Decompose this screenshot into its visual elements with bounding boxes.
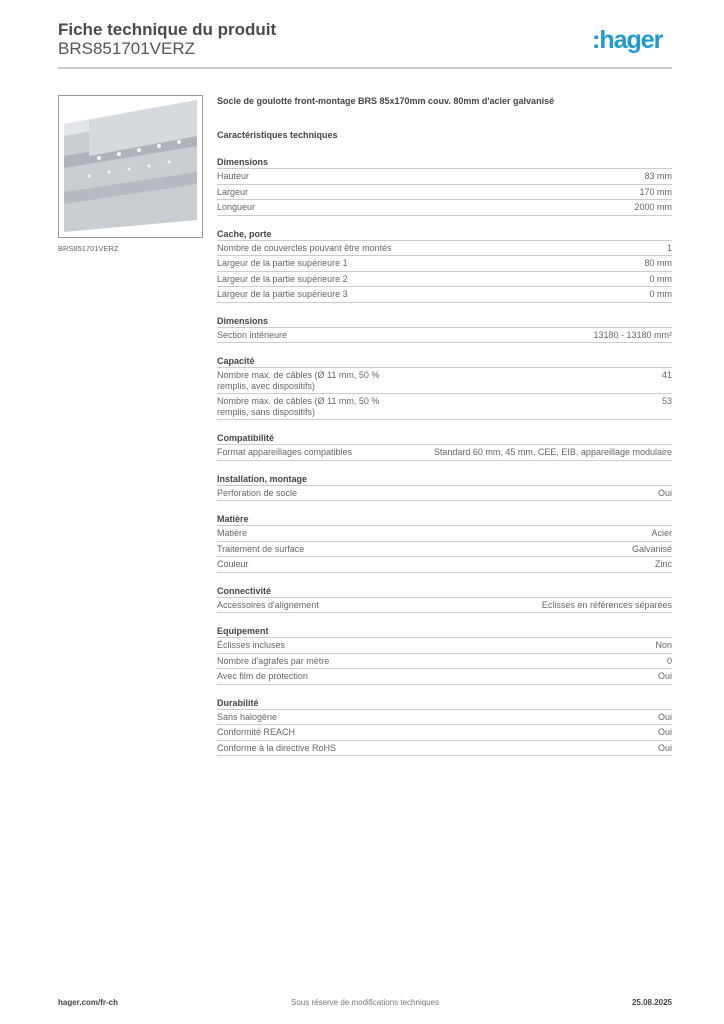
spec-label: Sans halogène <box>217 711 278 722</box>
spec-row: Couleur Zinc <box>217 557 672 573</box>
spec-label: Section intérieure <box>217 329 288 340</box>
spec-row: Nombre max. de câbles (Ø 11 mm, 50 % rem… <box>217 394 672 420</box>
section-title: Equipement <box>217 625 672 638</box>
spec-label: Largeur de la partie supérieure 3 <box>217 289 348 299</box>
spec-row: Largeur de la partie supérieure 2 0 mm <box>217 272 673 287</box>
spec-label: Matière <box>217 528 248 538</box>
spec-label: Nombre d'agrafes par mètre <box>217 655 330 666</box>
section-title: Dimensions <box>217 315 672 328</box>
spec-row: Sans halogène Oui <box>217 710 672 725</box>
spec-value: Eclisses en références séparées <box>541 599 672 610</box>
spec-row: Nombre max. de câbles (Ø 11 mm, 50 % rem… <box>217 368 672 394</box>
header-divider <box>58 67 672 69</box>
spec-row: Avec film de protection Oui <box>217 669 672 685</box>
footer-notice: Sous réserve de modifications techniques <box>291 998 440 1007</box>
section-title: Compatibilité <box>217 432 672 445</box>
section-title: Cache, porte <box>217 228 672 241</box>
spec-row: Hauteur 83 mm <box>217 169 672 185</box>
product-image <box>58 95 203 238</box>
spec-label: Éclisses incluses <box>217 640 286 650</box>
hager-logo: :hager <box>592 26 663 54</box>
spec-value: 170 mm <box>639 186 672 197</box>
spec-label: Traitement de surface <box>217 543 305 554</box>
spec-label: Nombre max. de câbles (Ø 11 mm, 50 % rem… <box>217 396 380 417</box>
spec-value: 83 mm <box>644 171 672 181</box>
spec-value: Zinc <box>654 559 672 569</box>
spec-row: Longueur 2000 mm <box>217 200 672 216</box>
footer-website: hager.com/fr-ch <box>58 998 119 1007</box>
spec-value: 41 <box>661 370 672 380</box>
spec-row: Éclisses incluses Non <box>217 638 672 654</box>
spec-label: Conforme à la directive RoHS <box>217 742 337 753</box>
spec-row: Largeur de la partie supérieure 1 80 mm <box>217 256 672 272</box>
spec-value: Acier <box>651 528 672 538</box>
spec-label: Avec film de protection <box>217 671 308 681</box>
spec-row: Largeur de la partie supérieure 3 0 mm <box>217 287 672 303</box>
section-title: Capacité <box>217 355 672 368</box>
spec-value: 2000 mm <box>634 202 672 212</box>
spec-value: Oui <box>657 487 672 498</box>
spec-row: Accessoires d'alignement Eclisses en réfé… <box>217 598 672 613</box>
spec-value: Oui <box>657 711 672 722</box>
spec-value: 53 <box>661 396 672 406</box>
spec-row: Nombre de couvercles pouvant être montés… <box>217 241 672 256</box>
section-title: Matière <box>217 513 672 526</box>
spec-row: Nombre d'agrafes par mètre 0 <box>217 654 672 669</box>
spec-label: Nombre max. de câbles (Ø 11 mm, 50 % rem… <box>217 370 380 391</box>
product-reference: BRS851701VERZ <box>58 39 196 58</box>
spec-row: Section intérieure 13180 - 13180 mm² <box>217 328 672 343</box>
spec-row: Conforme à la directive RoHS Oui <box>217 741 672 756</box>
spec-value: 1 <box>666 242 672 253</box>
spec-value: Standard 60 mm, 45 mm, CEE, EIB, apparei… <box>433 447 672 457</box>
section-title: Durabilité <box>217 697 672 710</box>
spec-label: Largeur de la partie supérieure 1 <box>217 258 348 268</box>
spec-row: Largeur 170 mm <box>217 185 672 200</box>
spec-value: 0 mm <box>649 289 673 299</box>
product-description: Socle de goulotte front-montage BRS 85x1… <box>217 96 555 106</box>
spec-value: 80 mm <box>644 258 672 268</box>
spec-content: Socle de goulotte front-montage BRS 85x1… <box>217 96 672 756</box>
spec-row: Traitement de surface Galvanisé <box>217 542 672 557</box>
spec-value: Non <box>655 640 672 650</box>
spec-value: Oui <box>657 671 672 681</box>
characteristics-heading: Caractéristiques techniques <box>217 130 338 140</box>
spec-label: Couleur <box>217 559 249 569</box>
spec-row: Format appareillages compatibles Standard… <box>217 445 672 461</box>
spec-label: Nombre de couvercles pouvant être montés <box>217 242 392 253</box>
spec-label: Largeur de la partie supérieure 2 <box>217 273 348 284</box>
spec-value: 13180 - 13180 mm² <box>593 329 672 340</box>
spec-value: Oui <box>657 742 672 753</box>
spec-row: Matière Acier <box>217 526 672 542</box>
spec-label: Perforation de socle <box>217 487 298 498</box>
spec-label: Largeur <box>217 186 249 197</box>
image-caption: BRS851701VERZ <box>58 244 119 253</box>
page-title: Fiche technique du produit <box>58 20 277 39</box>
spec-label: Conformité REACH <box>217 727 296 737</box>
spec-value: Galvanisé <box>631 543 672 554</box>
spec-label: Accessoires d'alignement <box>217 599 319 610</box>
footer-date: 25.08.2025 <box>631 998 672 1007</box>
spec-row: Perforation de socle Oui <box>217 486 672 501</box>
spec-row: Conformité REACH Oui <box>217 725 672 741</box>
spec-value: 0 <box>666 655 672 666</box>
spec-label: Longueur <box>217 202 256 212</box>
section-title: Connectivité <box>217 585 672 598</box>
section-title: Dimensions <box>217 156 672 169</box>
spec-label: Hauteur <box>217 171 250 181</box>
spec-value: Oui <box>657 727 672 737</box>
section-title: Installation, montage <box>217 473 672 486</box>
spec-value: 0 mm <box>649 273 673 284</box>
spec-label: Format appareillages compatibles <box>217 447 353 457</box>
